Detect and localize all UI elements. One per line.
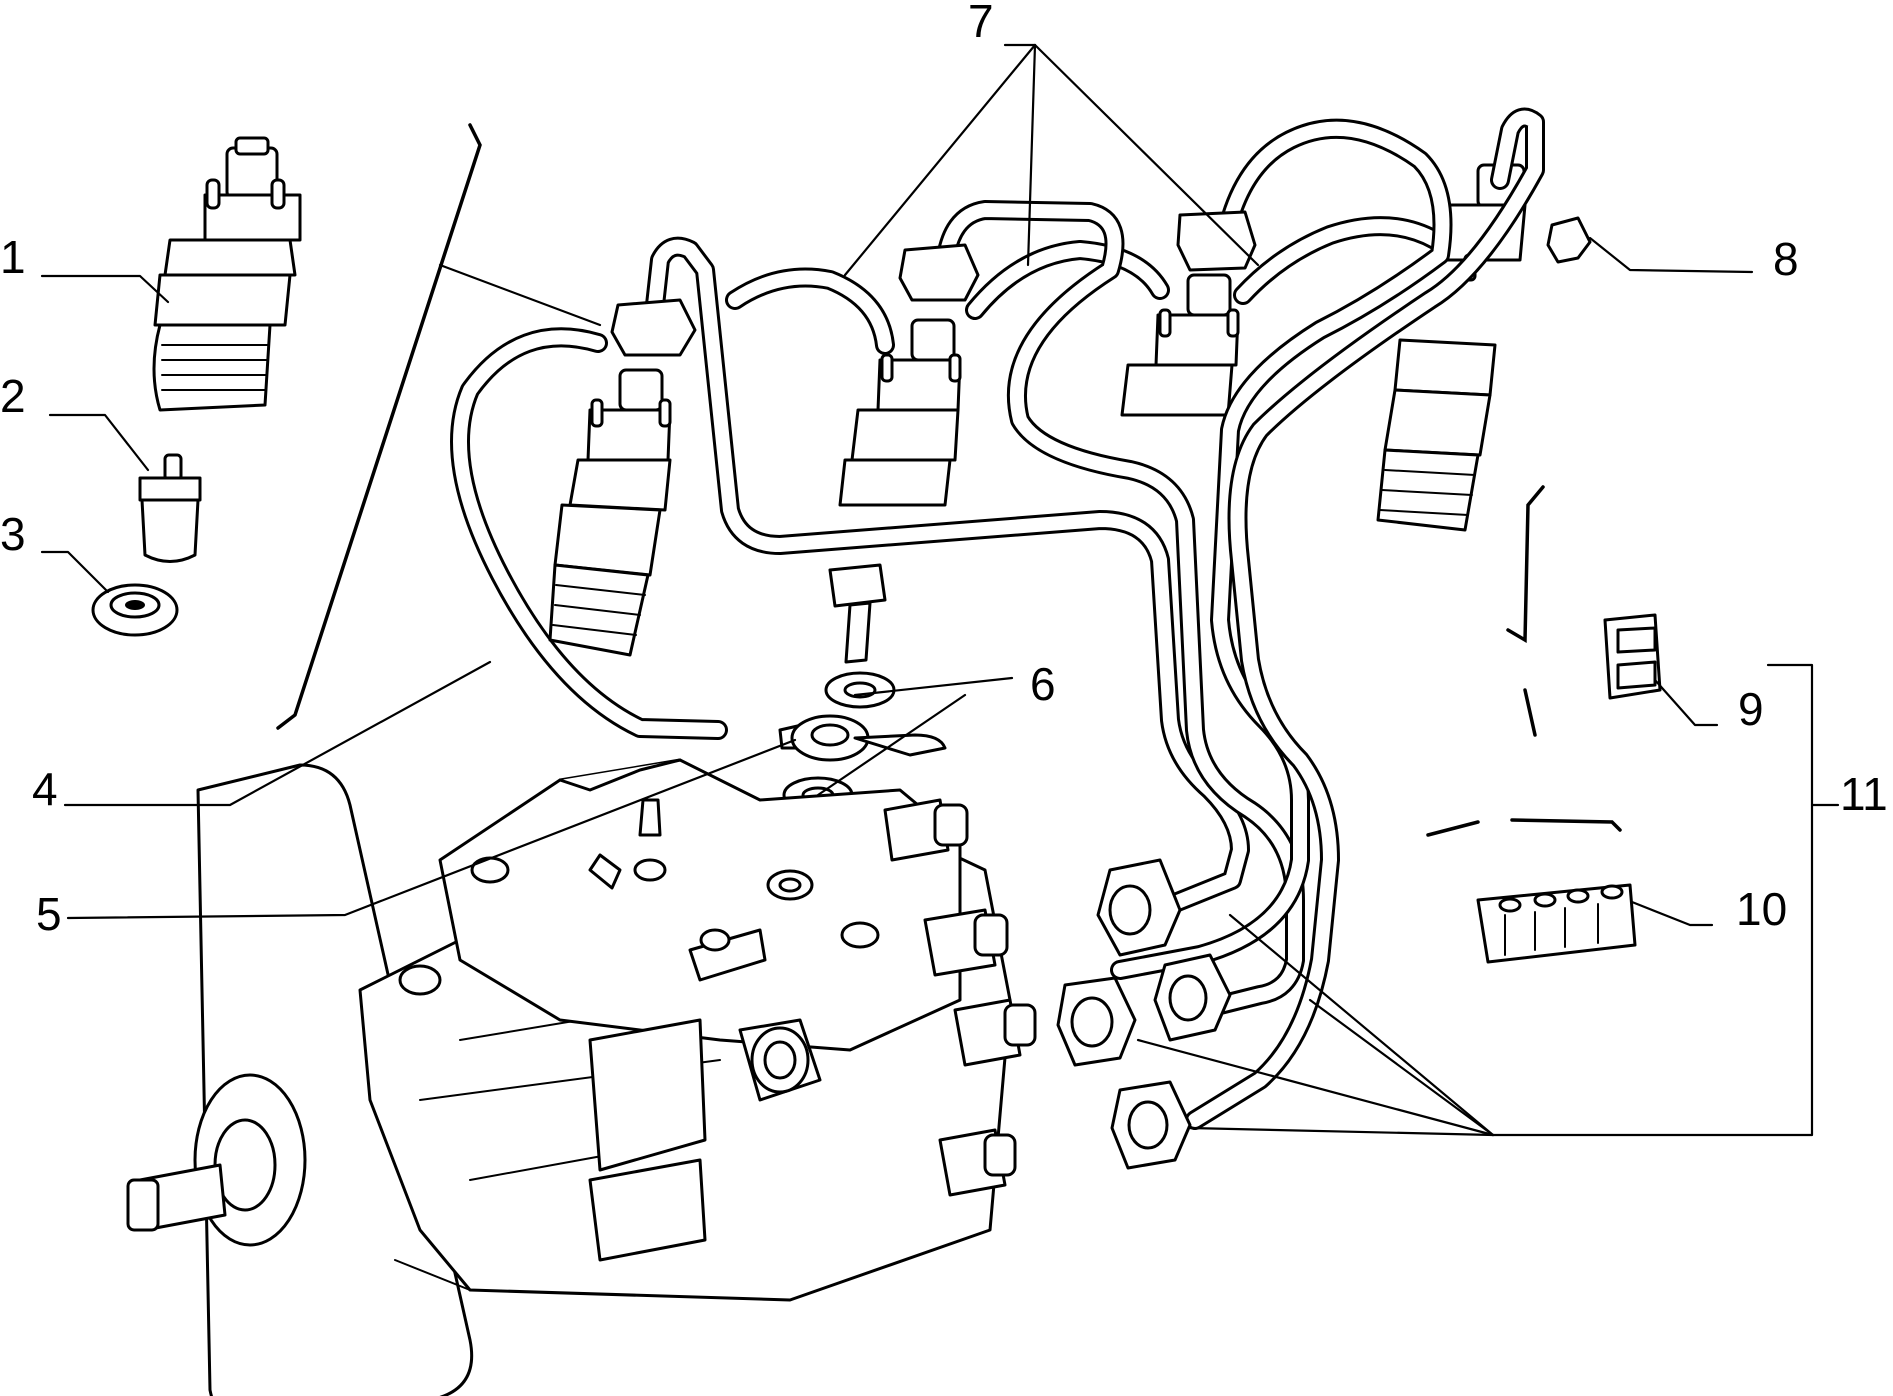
callout-2: 2: [0, 370, 26, 422]
part-9-clip: [1603, 613, 1662, 700]
part-3-washer: [91, 583, 179, 637]
callout-leader-lines: [40, 43, 1840, 1137]
part-1-injector: [152, 136, 302, 412]
callout-9: 9: [1738, 683, 1764, 735]
part-7-delivery-pipes: [645, 107, 1545, 1130]
part-4-return-pipe: [450, 216, 1445, 740]
callout-8: 8: [1773, 233, 1799, 285]
callout-11: 11: [1840, 768, 1888, 820]
callout-7: 7: [968, 0, 994, 47]
pipe-end-nuts: [1056, 858, 1232, 1170]
part-8-cap: [1546, 216, 1592, 264]
break-lines: [276, 123, 1622, 837]
callout-labels: 1 2 3 4 5 6 7 8 9 10 11: [0, 0, 1888, 940]
part-5-6-banjo-fitting: [778, 563, 947, 814]
installed-injectors: [548, 163, 1527, 657]
callout-5: 5: [36, 888, 62, 940]
callout-6: 6: [1030, 658, 1056, 710]
callout-4: 4: [32, 763, 58, 815]
pipe-top-nuts: [610, 210, 1257, 357]
part-2-nozzle: [138, 453, 202, 563]
injection-pump: [126, 758, 1037, 1396]
part-10-clamp: [1476, 883, 1637, 964]
callout-10: 10: [1736, 883, 1787, 935]
callout-3: 3: [0, 508, 26, 560]
callout-1: 1: [0, 231, 26, 283]
